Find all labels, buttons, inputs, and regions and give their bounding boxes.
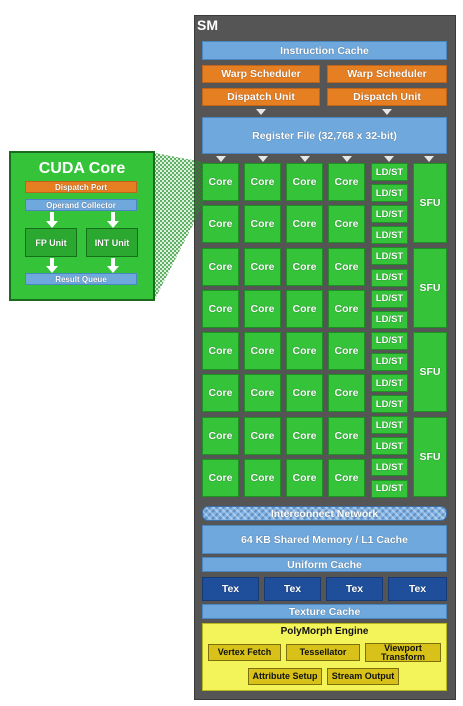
core-unit: Core [328, 332, 365, 370]
ldst-unit: LD/ST [371, 268, 408, 287]
core-unit: Core [286, 163, 323, 201]
ldst-unit: LD/ST [371, 374, 408, 392]
int-unit: INT Unit [86, 228, 138, 257]
sfu-unit: SFU [413, 332, 447, 412]
result-queue: Result Queue [25, 273, 137, 285]
core-unit: Core [244, 290, 281, 328]
core-unit: Core [202, 248, 239, 286]
core-unit: Core [244, 332, 281, 370]
sfu-unit: SFU [413, 417, 447, 497]
arrow-down-icon [216, 156, 226, 162]
core-unit: Core [286, 459, 323, 497]
core-unit: Core [202, 290, 239, 328]
core-unit: Core [244, 459, 281, 497]
attribute-setup: Attribute Setup [248, 668, 322, 685]
texture-cache: Texture Cache [202, 604, 447, 619]
dispatch-unit-2: Dispatch Unit [327, 88, 447, 106]
core-unit: Core [244, 163, 281, 201]
core-unit: Core [244, 417, 281, 455]
vertex-fetch: Vertex Fetch [208, 644, 281, 661]
core-unit: Core [202, 163, 239, 201]
arrow-down-icon [46, 258, 58, 273]
core-unit: Core [286, 332, 323, 370]
polymorph-engine-title: PolyMorph Engine [280, 626, 369, 637]
core-unit: Core [202, 332, 239, 370]
stream-output: Stream Output [327, 668, 399, 685]
dispatch-unit-1: Dispatch Unit [202, 88, 320, 106]
arrow-down-icon [424, 156, 434, 162]
core-unit: Core [286, 290, 323, 328]
arrow-down-icon [258, 156, 268, 162]
ldst-unit: LD/ST [371, 163, 408, 181]
zoom-connector [155, 153, 203, 299]
arrow-down-icon [107, 212, 119, 228]
ldst-unit: LD/ST [371, 184, 408, 203]
ldst-unit: LD/ST [371, 395, 408, 414]
warp-scheduler-2: Warp Scheduler [327, 65, 447, 83]
core-unit: Core [328, 163, 365, 201]
shared-memory-l1-cache: 64 KB Shared Memory / L1 Cache [202, 525, 447, 554]
ldst-unit: LD/ST [371, 437, 408, 456]
sfu-unit: SFU [413, 248, 447, 328]
tex-unit-4: Tex [388, 577, 447, 601]
core-unit: Core [328, 248, 365, 286]
core-unit: Core [328, 290, 365, 328]
core-unit: Core [202, 459, 239, 497]
core-unit: Core [202, 417, 239, 455]
core-unit: Core [328, 374, 365, 412]
ldst-unit: LD/ST [371, 352, 408, 371]
ldst-unit: LD/ST [371, 416, 408, 435]
core-unit: Core [328, 459, 365, 497]
register-file: Register File (32,768 x 32-bit) [202, 117, 447, 154]
ldst-unit: LD/ST [371, 289, 408, 308]
ldst-unit: LD/ST [371, 226, 408, 245]
core-unit: Core [202, 374, 239, 412]
core-unit: Core [244, 205, 281, 243]
tex-unit-2: Tex [264, 577, 321, 601]
arrow-down-icon [256, 109, 266, 115]
arrow-down-icon [300, 156, 310, 162]
viewport-transform: Viewport Transform [365, 643, 441, 662]
arrow-down-icon [46, 212, 58, 228]
ldst-unit: LD/ST [371, 458, 408, 477]
arrow-down-icon [382, 109, 392, 115]
core-unit: Core [244, 248, 281, 286]
arrow-down-icon [342, 156, 352, 162]
ldst-unit: LD/ST [371, 331, 408, 350]
ldst-unit: LD/ST [371, 479, 408, 498]
core-unit: Core [286, 417, 323, 455]
ldst-unit: LD/ST [371, 310, 408, 329]
arrow-down-icon [107, 258, 119, 273]
core-unit: Core [328, 417, 365, 455]
core-unit: Core [328, 205, 365, 243]
sfu-unit: SFU [413, 163, 447, 243]
operand-collector: Operand Collector [25, 199, 137, 211]
tex-unit-3: Tex [326, 577, 383, 601]
ldst-unit: LD/ST [371, 205, 408, 224]
instruction-cache: Instruction Cache [202, 41, 447, 60]
tessellator: Tessellator [286, 644, 360, 661]
core-unit: Core [202, 205, 239, 243]
warp-scheduler-1: Warp Scheduler [202, 65, 320, 83]
ldst-unit: LD/ST [371, 247, 408, 266]
dispatch-port: Dispatch Port [25, 181, 137, 193]
sm-title: SM [197, 17, 218, 33]
cuda-core-title: CUDA Core [38, 160, 126, 177]
core-unit: Core [244, 374, 281, 412]
fp-unit: FP Unit [25, 228, 77, 257]
core-unit: Core [286, 248, 323, 286]
arrow-down-icon [384, 156, 394, 162]
uniform-cache: Uniform Cache [202, 557, 447, 572]
interconnect-network: Interconnect Network [202, 506, 447, 521]
tex-unit-1: Tex [202, 577, 259, 601]
core-unit: Core [286, 205, 323, 243]
core-unit: Core [286, 374, 323, 412]
